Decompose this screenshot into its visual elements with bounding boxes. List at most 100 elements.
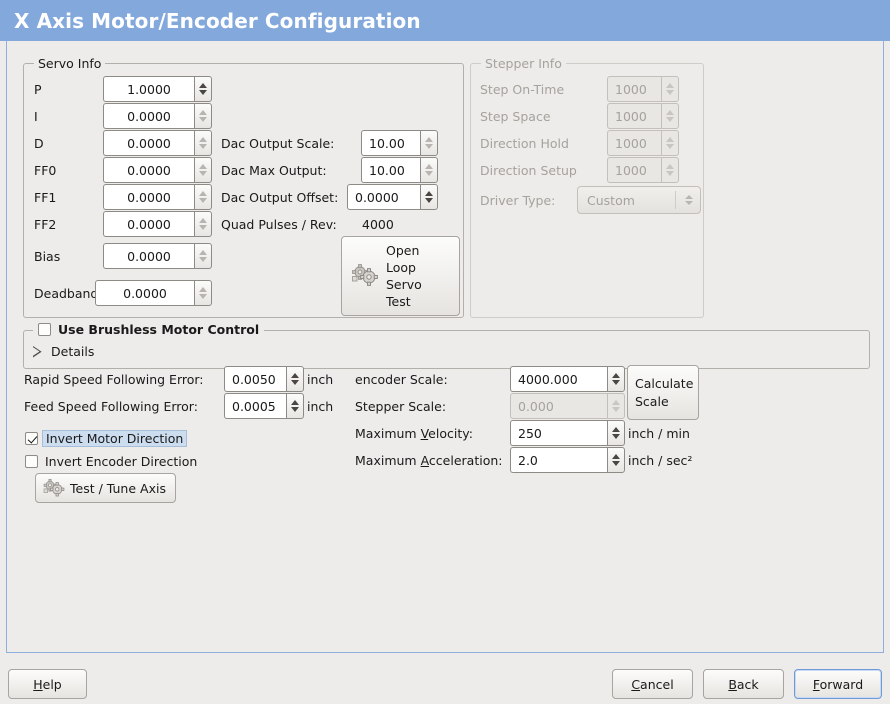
maximum-velocity-value[interactable]: 250 [510, 420, 607, 446]
maximum-velocity-label: Maximum Velocity: [355, 426, 473, 441]
dac-output-offset-spin[interactable]: 0.0000 [347, 184, 438, 210]
invert-motor-direction-checkbox[interactable]: Invert Motor Direction [25, 430, 188, 447]
direction-hold-stepper[interactable] [661, 130, 679, 156]
help-button[interactable]: Help [8, 669, 87, 699]
stepper-scale-stepper[interactable] [607, 393, 625, 419]
dac-output-offset-stepper[interactable] [420, 184, 438, 210]
help-button-label: Help [33, 676, 62, 692]
step-space-value[interactable]: 1000 [607, 103, 661, 129]
servo-spin-ff1-value[interactable]: 0.0000 [103, 184, 194, 210]
dialog-action-bar: Help Cancel Back Forward [0, 653, 890, 704]
maximum-velocity-unit: inch / min [628, 426, 690, 441]
dac-max-output-spin[interactable]: 10.00 [361, 157, 438, 183]
servo-spin-ff2[interactable]: 0.0000 [103, 211, 212, 237]
step-on-time-spin[interactable]: 1000 [607, 76, 679, 102]
open-loop-servo-test-button[interactable]: Open Loop Servo Test [341, 236, 460, 316]
feed-speed-following-error-stepper[interactable] [286, 393, 304, 419]
driver-type-value: Custom [587, 192, 635, 208]
driver-type-separator [675, 191, 676, 209]
dac-output-scale-spin[interactable]: 10.00 [361, 130, 438, 156]
servo-spin-ff0-stepper[interactable] [194, 157, 212, 183]
stepper-info-legend: Stepper Info [481, 56, 566, 71]
forward-button-label: Forward [812, 676, 864, 692]
details-expander[interactable]: Details [33, 344, 94, 359]
direction-hold-value[interactable]: 1000 [607, 130, 661, 156]
use-brushless-motor-control-checkbox[interactable]: Use Brushless Motor Control [33, 322, 265, 337]
feed-speed-following-error-value[interactable]: 0.0005 [224, 393, 286, 419]
cancel-button-label: Cancel [631, 676, 674, 692]
rapid-speed-following-error-value[interactable]: 0.0050 [224, 366, 286, 392]
servo-spin-bias[interactable]: 0.0000 [103, 243, 212, 269]
feed-speed-following-error-label: Feed Speed Following Error: [24, 399, 198, 414]
step-on-time-value[interactable]: 1000 [607, 76, 661, 102]
brushless-checkbox-box[interactable] [38, 323, 51, 336]
maximum-velocity-spin[interactable]: 250 [510, 420, 625, 446]
maximum-acceleration-stepper[interactable] [607, 447, 625, 473]
open-loop-line-2: Loop [386, 260, 416, 275]
brushless-group [23, 330, 870, 369]
dac-output-scale-stepper[interactable] [420, 130, 438, 156]
servo-spin-deadband[interactable]: 0.0000 [95, 280, 212, 306]
servo-spin-i-value[interactable]: 0.0000 [103, 103, 194, 129]
dac-max-output-stepper[interactable] [420, 157, 438, 183]
servo-spin-i-stepper[interactable] [194, 103, 212, 129]
details-label: Details [51, 344, 95, 359]
forward-button[interactable]: Forward [794, 669, 882, 699]
servo-spin-bias-stepper[interactable] [194, 243, 212, 269]
encoder-scale-value[interactable]: 4000.000 [510, 366, 607, 392]
servo-spin-bias-value[interactable]: 0.0000 [103, 243, 194, 269]
servo-spin-p-value[interactable]: 1.0000 [103, 76, 194, 102]
dac-max-output-value[interactable]: 10.00 [361, 157, 420, 183]
rapid-speed-following-error-spin[interactable]: 0.0050 [224, 366, 304, 392]
maximum-velocity-stepper[interactable] [607, 420, 625, 446]
servo-spin-d-stepper[interactable] [194, 130, 212, 156]
servo-spin-i[interactable]: 0.0000 [103, 103, 212, 129]
maximum-acceleration-spin[interactable]: 2.0 [510, 447, 625, 473]
chevron-right-icon [33, 346, 42, 358]
stepper-scale-value[interactable]: 0.000 [510, 393, 607, 419]
servo-spin-ff1[interactable]: 0.0000 [103, 184, 212, 210]
dac-output-offset-value[interactable]: 0.0000 [347, 184, 420, 210]
step-space-stepper[interactable] [661, 103, 679, 129]
dac-max-output-label: Dac Max Output: [221, 163, 327, 178]
invert-encoder-direction-box[interactable] [25, 455, 38, 468]
servo-spin-ff2-stepper[interactable] [194, 211, 212, 237]
step-space-label: Step Space [480, 109, 551, 124]
cancel-button[interactable]: Cancel [612, 669, 693, 699]
dialog-title-bar: X Axis Motor/Encoder Configuration [0, 0, 890, 41]
direction-hold-spin[interactable]: 1000 [607, 130, 679, 156]
maximum-acceleration-value[interactable]: 2.0 [510, 447, 607, 473]
encoder-scale-spin[interactable]: 4000.000 [510, 366, 625, 392]
servo-label-ff1: FF1 [34, 190, 57, 205]
calculate-scale-line-1: Calculate [635, 375, 694, 391]
driver-type-select[interactable]: Custom [577, 186, 701, 214]
step-space-spin[interactable]: 1000 [607, 103, 679, 129]
direction-setup-stepper[interactable] [661, 157, 679, 183]
servo-spin-p[interactable]: 1.0000 [103, 76, 212, 102]
direction-setup-spin[interactable]: 1000 [607, 157, 679, 183]
servo-spin-deadband-value[interactable]: 0.0000 [95, 280, 194, 306]
encoder-scale-stepper[interactable] [607, 366, 625, 392]
servo-spin-d-value[interactable]: 0.0000 [103, 130, 194, 156]
feed-speed-following-error-spin[interactable]: 0.0005 [224, 393, 304, 419]
servo-spin-p-stepper[interactable] [194, 76, 212, 102]
invert-encoder-direction-checkbox[interactable]: Invert Encoder Direction [25, 454, 197, 469]
servo-spin-d[interactable]: 0.0000 [103, 130, 212, 156]
direction-setup-value[interactable]: 1000 [607, 157, 661, 183]
test-tune-axis-button[interactable]: Test / Tune Axis [35, 473, 176, 503]
back-button-label: Back [728, 676, 759, 692]
back-button[interactable]: Back [703, 669, 784, 699]
invert-motor-direction-box[interactable] [25, 432, 38, 445]
servo-spin-ff1-stepper[interactable] [194, 184, 212, 210]
servo-spin-ff0[interactable]: 0.0000 [103, 157, 212, 183]
servo-spin-ff0-value[interactable]: 0.0000 [103, 157, 194, 183]
servo-spin-deadband-stepper[interactable] [194, 280, 212, 306]
maximum-acceleration-mnemonic: A [420, 453, 429, 468]
stepper-scale-spin[interactable]: 0.000 [510, 393, 625, 419]
servo-spin-ff2-value[interactable]: 0.0000 [103, 211, 194, 237]
calculate-scale-button[interactable]: Calculate Scale [627, 365, 699, 420]
invert-motor-direction-label: Invert Motor Direction [42, 430, 188, 447]
rapid-speed-following-error-stepper[interactable] [286, 366, 304, 392]
dac-output-scale-value[interactable]: 10.00 [361, 130, 420, 156]
step-on-time-stepper[interactable] [661, 76, 679, 102]
